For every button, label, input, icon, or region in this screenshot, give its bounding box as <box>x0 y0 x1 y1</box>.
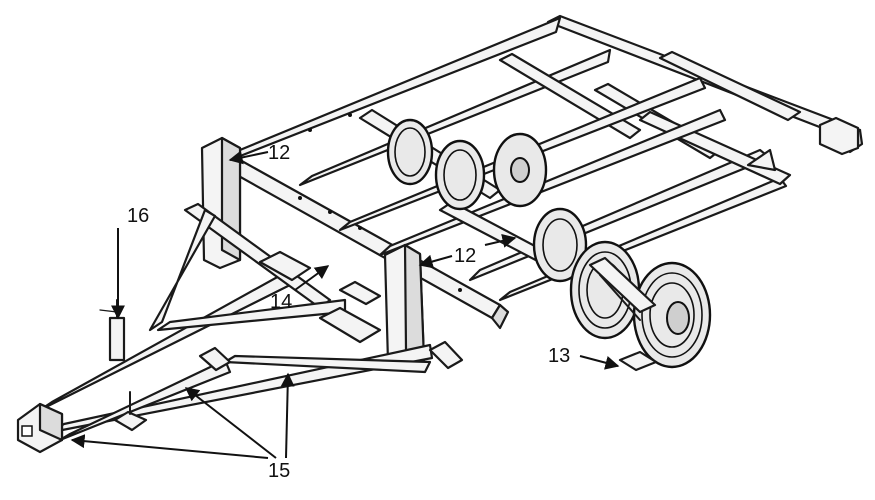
callout-label-12-top: 12 <box>268 142 291 164</box>
callout-label-15: 15 <box>268 460 291 482</box>
rear-wheels <box>569 240 712 369</box>
callout-label-12-mid: 12 <box>454 245 477 267</box>
callout-label-14: 14 <box>270 291 293 313</box>
callout-label-13: 13 <box>548 345 571 367</box>
callout-label-16: 16 <box>127 205 150 227</box>
hitch-tongue <box>16 202 464 454</box>
center-wheels <box>386 118 588 283</box>
wheel-chock <box>618 350 658 372</box>
callouts <box>70 150 620 459</box>
